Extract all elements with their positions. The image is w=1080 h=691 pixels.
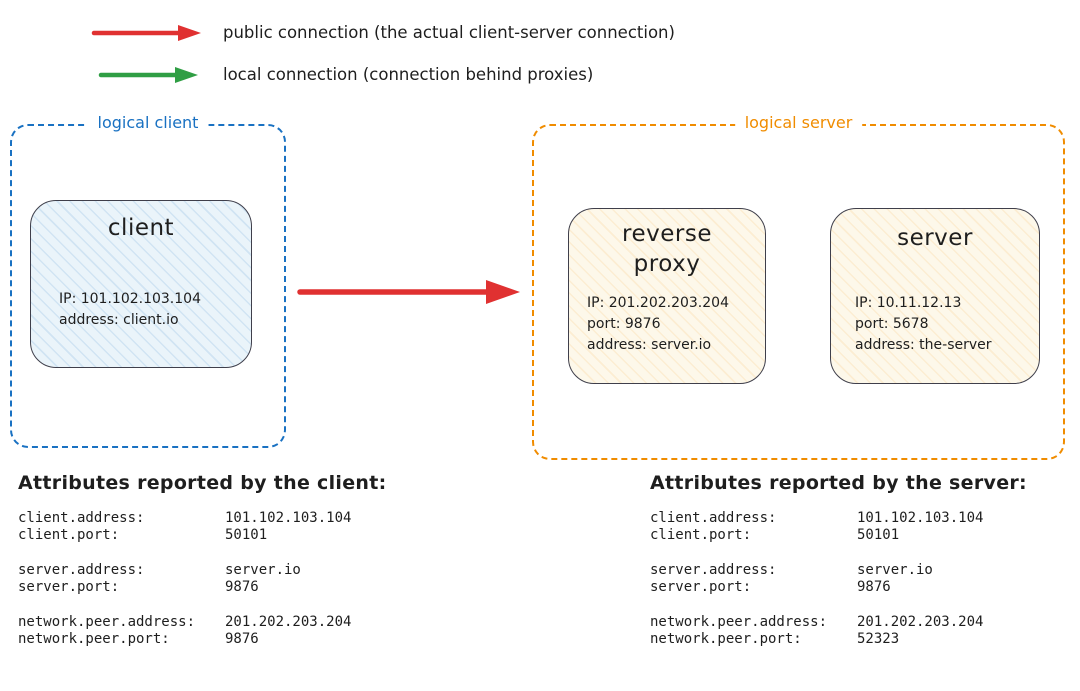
attr-row: server.address: server.io <box>18 562 301 578</box>
client-attr-group-server: server.address: server.io server.port: 9… <box>18 562 387 596</box>
client-ip: IP: 101.102.103.104 <box>59 291 201 307</box>
attr-row: client.address: 101.102.103.104 <box>18 510 352 526</box>
server-address: address: the-server <box>855 337 992 353</box>
attr-row: client.address: 101.102.103.104 <box>650 510 984 526</box>
main-connection-arrow-icon <box>297 280 520 304</box>
attr-row: network.peer.port: 9876 <box>18 631 259 647</box>
logical-server-frame: logical server reverse proxy IP: 201.202… <box>532 113 1065 460</box>
client-node: client IP: 101.102.103.104 address: clie… <box>30 200 252 368</box>
client-node-title: client <box>107 215 175 241</box>
server-port: port: 5678 <box>855 316 929 332</box>
attr-row: server.port: 9876 <box>18 579 259 595</box>
client-attributes-block: Attributes reported by the client: clien… <box>18 472 387 666</box>
attr-row: server.port: 9876 <box>650 579 891 595</box>
server-node-details: IP: 10.11.12.13 port: 5678 address: the-… <box>855 293 992 356</box>
server-attr-group-server: server.address: server.io server.port: 9… <box>650 562 1027 596</box>
server-attributes-block: Attributes reported by the server: clien… <box>650 472 1027 666</box>
server-node: server IP: 10.11.12.13 port: 5678 addres… <box>830 208 1040 384</box>
attr-row: network.peer.address: 201.202.203.204 <box>650 614 984 630</box>
reverse-proxy-title: reverse proxy <box>622 221 712 277</box>
attr-row: client.port: 50101 <box>18 527 268 543</box>
server-attr-group-client: client.address: 101.102.103.104 client.p… <box>650 510 1027 544</box>
reverse-proxy-ip: IP: 201.202.203.204 <box>587 295 729 311</box>
client-attributes-heading: Attributes reported by the client: <box>18 472 387 494</box>
server-attributes-heading: Attributes reported by the server: <box>650 472 1027 494</box>
public-connection-arrow-icon <box>91 25 201 41</box>
reverse-proxy-port: port: 9876 <box>587 316 661 332</box>
server-node-title: server <box>897 225 973 251</box>
client-attr-group-network-peer: network.peer.address: 201.202.203.204 ne… <box>18 614 387 648</box>
client-node-details: IP: 101.102.103.104 address: client.io <box>59 289 201 331</box>
server-attr-group-network-peer: network.peer.address: 201.202.203.204 ne… <box>650 614 1027 648</box>
attr-row: client.port: 50101 <box>650 527 900 543</box>
client-address: address: client.io <box>59 312 179 328</box>
reverse-proxy-address: address: server.io <box>587 337 712 353</box>
public-connection-label: public connection (the actual client-ser… <box>223 23 675 42</box>
attr-row: network.peer.address: 201.202.203.204 <box>18 614 352 630</box>
attr-row: server.address: server.io <box>650 562 933 578</box>
server-ip: IP: 10.11.12.13 <box>855 295 962 311</box>
logical-client-frame: logical client client IP: 101.102.103.10… <box>10 113 286 448</box>
logical-client-label: logical client <box>87 113 209 132</box>
attr-row: network.peer.port: 52323 <box>650 631 900 647</box>
logical-server-label: logical server <box>734 113 863 132</box>
local-connection-arrow-icon <box>98 67 198 83</box>
client-attr-group-client: client.address: 101.102.103.104 client.p… <box>18 510 387 544</box>
reverse-proxy-node: reverse proxy IP: 201.202.203.204 port: … <box>568 208 766 384</box>
local-connection-label: local connection (connection behind prox… <box>223 65 594 84</box>
reverse-proxy-details: IP: 201.202.203.204 port: 9876 address: … <box>587 293 729 356</box>
